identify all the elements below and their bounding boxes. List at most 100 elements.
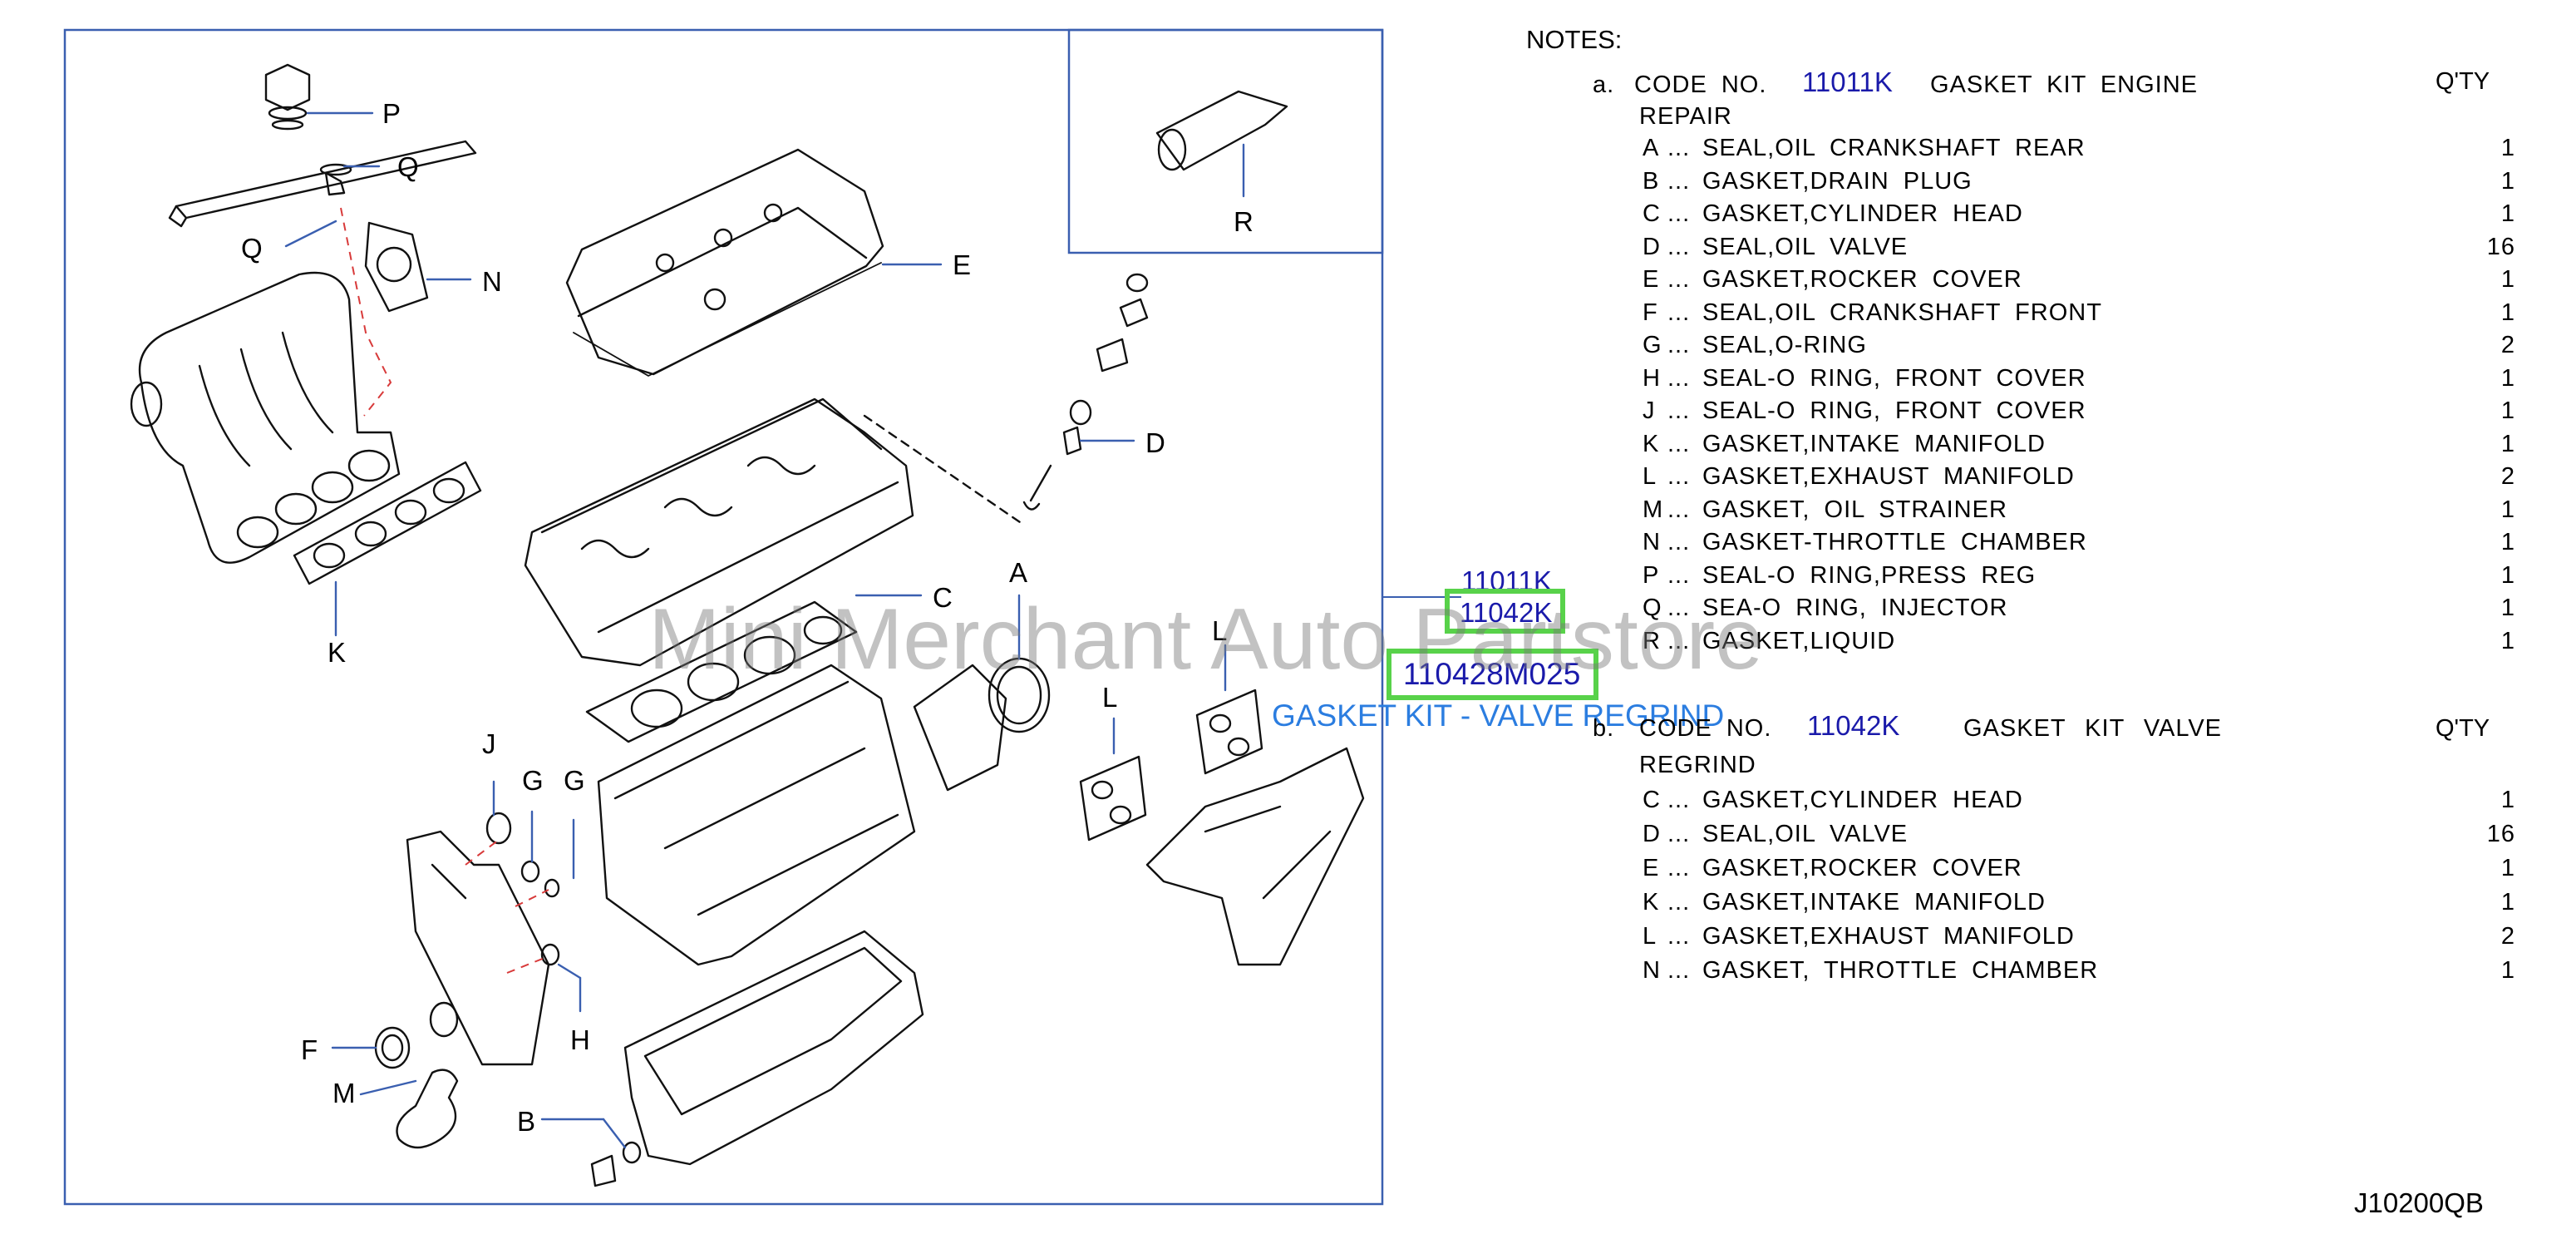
- part-qty: 1: [2500, 200, 2515, 227]
- oil-pan: [623, 930, 924, 1166]
- kit-b-code: 11042K: [1807, 710, 1900, 741]
- part-description: SEAL-O RING,PRESS REG: [1702, 561, 2037, 589]
- part-qty: 16: [2486, 821, 2515, 847]
- diagram-frame: [63, 28, 1384, 1206]
- notes-title: NOTES:: [1526, 25, 1623, 54]
- part-description: GASKET,EXHAUST MANIFOLD: [1702, 463, 2075, 490]
- rear-seal: [913, 594, 1051, 792]
- part-letter: G: [1643, 332, 1662, 358]
- leader-dots: ...: [1667, 561, 1691, 589]
- label-m: M: [332, 1078, 356, 1108]
- part-qty: 16: [2486, 233, 2515, 260]
- part-description: GASKET,EXHAUST MANIFOLD: [1702, 923, 2075, 950]
- part-letter: L: [1643, 923, 1657, 950]
- exhaust-gaskets: [1079, 644, 1263, 842]
- part-letter: D: [1643, 821, 1661, 847]
- part-qty: 2: [2500, 463, 2515, 490]
- kit-a-marker: a.: [1593, 72, 1615, 98]
- label-l-left: L: [1102, 682, 1118, 713]
- head-gasket: [585, 594, 923, 743]
- leader-dots: ...: [1667, 233, 1691, 260]
- label-k: K: [328, 637, 347, 668]
- leader-dots: ...: [1667, 266, 1691, 293]
- label-l-right: L: [1212, 615, 1228, 646]
- label-q-top: Q: [397, 151, 419, 182]
- part-letter: P: [1643, 561, 1660, 589]
- part-qty: 1: [2500, 529, 2515, 555]
- leader-dots: ...: [1667, 889, 1691, 916]
- part-description: GASKET, THROTTLE CHAMBER: [1702, 957, 2099, 984]
- part-qty: 1: [2500, 135, 2515, 161]
- exhaust-manifold: [1145, 747, 1365, 966]
- kit-b-title: GASKET KIT VALVE: [1963, 715, 2223, 742]
- part-letter: L: [1643, 463, 1657, 490]
- part-letter: H: [1643, 364, 1661, 392]
- label-h: H: [570, 1024, 590, 1055]
- part-description: SEAL,OIL VALVE: [1702, 233, 1909, 260]
- cylinder-head: [524, 397, 1024, 667]
- front-cover: [406, 780, 582, 1066]
- kit-a-title: GASKET KIT ENGINE: [1930, 72, 2199, 98]
- fuel-rail-assembly: [168, 63, 477, 248]
- part-description: GASKET,INTAKE MANIFOLD: [1702, 889, 2046, 916]
- leader-dots: ...: [1667, 135, 1691, 161]
- part-description: GASKET,CYLINDER HEAD: [1702, 200, 2023, 227]
- figure-id: J10200QB: [2354, 1187, 2484, 1218]
- part-qty: 1: [2500, 430, 2515, 457]
- label-n: N: [482, 266, 502, 297]
- callout-kit-11042k[interactable]: 11042K: [1445, 589, 1566, 634]
- leader-dots: ...: [1667, 923, 1691, 950]
- kit-b-title-line2: REGRIND: [1639, 752, 1756, 778]
- part-description: SEAL,O-RING: [1702, 332, 1867, 358]
- part-letter: E: [1643, 266, 1660, 293]
- part-qty: 1: [2500, 855, 2515, 881]
- part-description: SEAL,OIL VALVE: [1702, 821, 1909, 847]
- leader-dots: ...: [1667, 167, 1691, 195]
- kit-b-marker: b.: [1593, 715, 1615, 742]
- leader-dots: ...: [1667, 627, 1691, 654]
- leader-dots: ...: [1667, 855, 1691, 881]
- part-description: GASKET,INTAKE MANIFOLD: [1702, 430, 2046, 457]
- part-letter: M: [1643, 496, 1664, 523]
- part-qty: 1: [2500, 299, 2515, 326]
- part-description: GASKET,CYLINDER HEAD: [1702, 787, 2023, 813]
- part-letter: K: [1643, 430, 1660, 457]
- intake-manifold: [130, 271, 401, 564]
- drain-plug: [540, 1118, 642, 1187]
- kit-a-code: 11011K: [1802, 67, 1893, 97]
- intake-gasket: [293, 461, 482, 637]
- part-description: SEAL,OIL CRANKSHAFT REAR: [1702, 135, 2086, 161]
- part-description: GASKET-THROTTLE CHAMBER: [1702, 529, 2087, 555]
- part-qty: 1: [2500, 787, 2515, 813]
- front-seal-strainer: [331, 1001, 459, 1149]
- liquid-gasket-tube: [1155, 90, 1288, 198]
- part-letter: F: [1643, 299, 1658, 326]
- part-qty: 1: [2500, 364, 2515, 392]
- part-row: P... SEAL-O RING,PRESS REG 1: [1643, 562, 2515, 592]
- label-g-left: G: [522, 765, 544, 796]
- part-letter: K: [1643, 889, 1660, 916]
- kit-a-title-line2: REPAIR: [1639, 103, 1732, 130]
- part-qty: 1: [2500, 561, 2515, 589]
- leader-dots: ...: [1667, 957, 1691, 984]
- label-g-right: G: [564, 765, 585, 796]
- part-qty: 1: [2500, 167, 2515, 195]
- part-letter: J: [1643, 397, 1656, 424]
- leader-dots: ...: [1667, 299, 1691, 326]
- kit-a-qty-header: Q'TY: [2436, 68, 2490, 95]
- part-row: A... SEAL,OIL CRANKSHAFT REAR 1: [1643, 135, 2515, 165]
- callout-part-number[interactable]: 110428M025: [1387, 649, 1599, 700]
- label-p: P: [382, 98, 401, 129]
- leader-dots: ...: [1667, 496, 1691, 523]
- part-letter: A: [1643, 135, 1660, 161]
